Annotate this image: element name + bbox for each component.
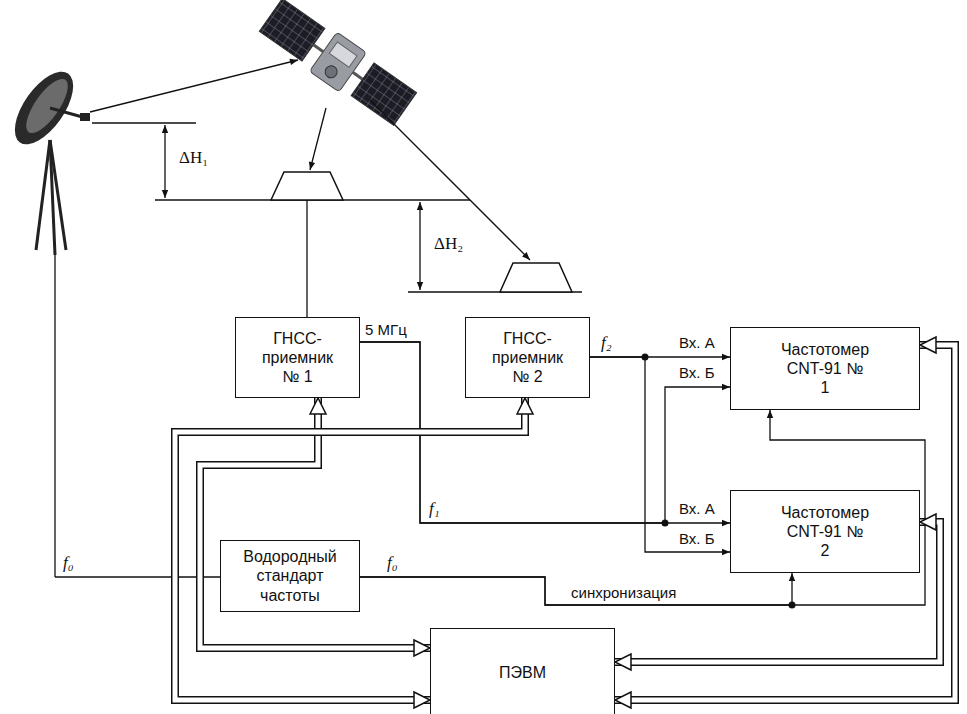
input-label: Вх. Б	[678, 530, 716, 547]
solar-panel	[351, 63, 417, 126]
signal-line	[360, 410, 925, 605]
sync-label: синхронизация	[570, 584, 677, 601]
signal-path	[590, 357, 730, 552]
signal-arrow	[370, 100, 530, 260]
signal-name: f₁	[428, 499, 441, 519]
antenna-mast	[306, 200, 307, 317]
panel-arm	[353, 72, 363, 79]
counter-box: Частотомер CNT-91 № 2	[730, 490, 920, 573]
antenna	[271, 172, 343, 200]
box-label: ПЭВМ	[441, 663, 604, 682]
antenna	[500, 263, 572, 292]
receiver-box: ГНСС- приемник № 2	[465, 317, 590, 398]
height-arrow	[164, 125, 165, 198]
tripod-leg	[50, 140, 55, 255]
satellite-dish	[323, 63, 340, 80]
signal-name: f₂	[600, 333, 613, 353]
input-label: Вх. А	[678, 500, 716, 517]
signal-name: f₀	[62, 553, 75, 573]
input-label: Вх. А	[678, 334, 716, 351]
dish-inner	[19, 73, 75, 139]
height-arrow	[419, 202, 420, 290]
counter-box: Частотомер CNT-91 № 1	[730, 327, 920, 410]
signal-path	[360, 410, 925, 605]
computer-box: ПЭВМ	[430, 628, 615, 714]
signal-arrow	[310, 108, 326, 170]
height-label: ΔH₁	[178, 148, 209, 168]
tripod-leg	[36, 140, 50, 250]
dish-antenna	[4, 62, 90, 255]
feed-horn	[80, 113, 90, 121]
uplink-arrow	[90, 60, 298, 112]
solar-panel	[259, 0, 325, 61]
box-label: Частотомер CNT-91 № 2	[781, 503, 870, 561]
cable	[54, 255, 55, 577]
signal-path	[360, 573, 792, 605]
box-label: ГНСС- приемник № 2	[483, 329, 572, 387]
box-label: Частотомер CNT-91 № 1	[781, 340, 870, 398]
satellite-detail	[329, 42, 357, 67]
box-label: Водородный стандарт частоты	[239, 547, 341, 605]
height-label: ΔH₂	[433, 234, 464, 254]
frequency-label: 5 МГц	[364, 321, 408, 338]
level-line	[92, 122, 196, 123]
satellite-body	[309, 32, 366, 92]
signal-line	[590, 357, 730, 552]
signal-name: f₀	[386, 553, 399, 573]
input-label: Вх. Б	[678, 364, 716, 381]
box-label: ГНСС- приемник № 1	[253, 329, 342, 387]
panel-arm	[313, 45, 323, 52]
cable	[55, 576, 220, 577]
signal-line	[360, 573, 792, 605]
standard-box: Водородный стандарт частоты	[220, 540, 360, 612]
dish-reflector	[4, 62, 85, 154]
receiver-box: ГНСС- приемник № 1	[235, 317, 360, 398]
